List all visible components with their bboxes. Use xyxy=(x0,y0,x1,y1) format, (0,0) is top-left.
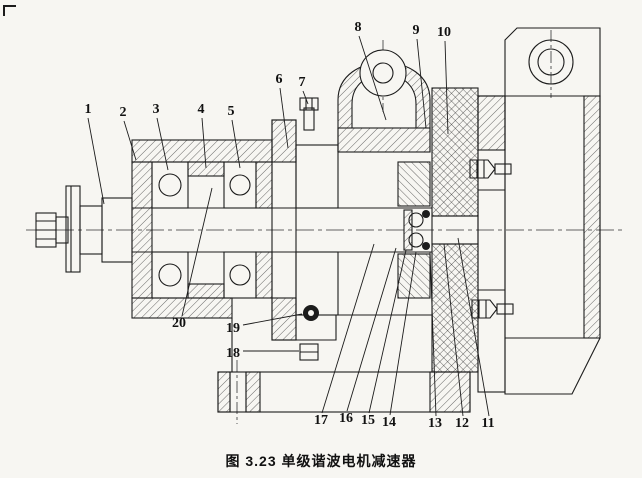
bearing-housing xyxy=(131,139,296,319)
part-label-7: 7 xyxy=(298,75,306,90)
part-label-18: 18 xyxy=(226,346,240,361)
part-label-20: 20 xyxy=(172,316,186,331)
part-label-15: 15 xyxy=(361,413,375,428)
scan-corner-mark xyxy=(3,5,16,16)
part-label-2: 2 xyxy=(119,105,127,120)
wave-generator xyxy=(272,151,432,341)
part-label-11: 11 xyxy=(481,416,495,431)
part-label-14: 14 xyxy=(382,415,396,430)
part-label-17: 17 xyxy=(314,413,328,428)
part-label-1: 1 xyxy=(84,102,92,117)
part-label-8: 8 xyxy=(354,20,362,35)
circular-spline-block xyxy=(431,87,479,373)
part-label-4: 4 xyxy=(197,102,205,117)
centerlines xyxy=(26,30,624,424)
flexspline-flange xyxy=(271,97,339,341)
part-label-19: 19 xyxy=(226,321,240,336)
mounting-bolts xyxy=(469,159,514,319)
part-label-16: 16 xyxy=(339,411,353,426)
part-label-12: 12 xyxy=(455,416,469,431)
input-shaft xyxy=(35,185,133,273)
part-label-5: 5 xyxy=(227,104,235,119)
motor-dome xyxy=(337,49,431,153)
part-label-13: 13 xyxy=(428,416,442,431)
part-label-6: 6 xyxy=(275,72,283,87)
leader-lines xyxy=(87,35,490,417)
figure-caption: 图 3.23 单级谐波电机减速器 xyxy=(225,453,417,469)
part-label-3: 3 xyxy=(152,102,160,117)
base-flange xyxy=(217,305,471,413)
part-label-9: 9 xyxy=(412,23,420,38)
output-bracket xyxy=(477,27,601,395)
part-label-10: 10 xyxy=(437,25,451,40)
